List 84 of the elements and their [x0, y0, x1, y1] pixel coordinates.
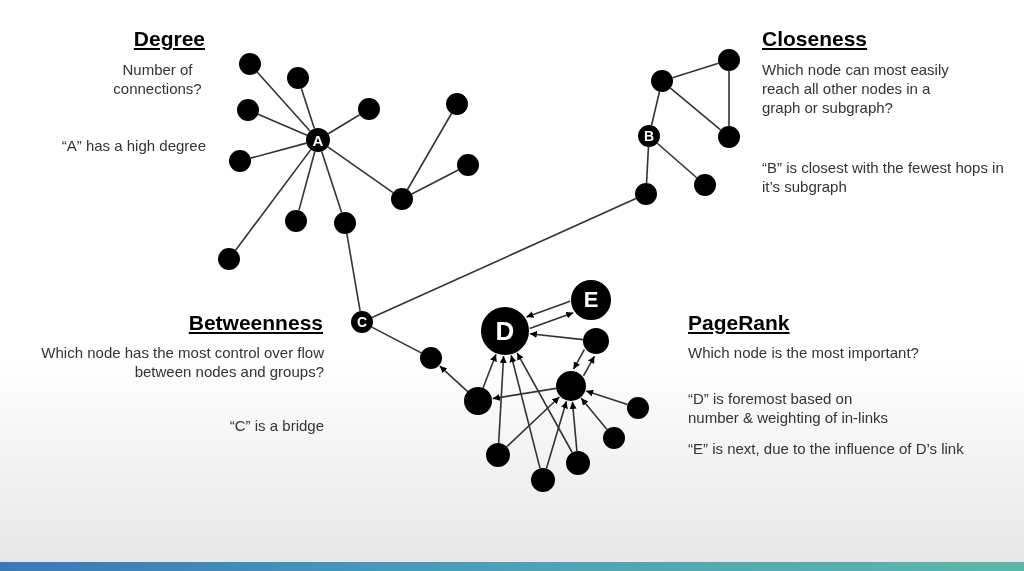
connector-line: [370, 326, 423, 354]
connector-line: [645, 146, 650, 184]
connector-line: [371, 197, 637, 319]
graph-node-circle: [464, 387, 492, 415]
arrow: [572, 348, 586, 370]
connector-line: [320, 150, 343, 214]
connector-line: [650, 90, 661, 127]
graph-node-circle: [351, 311, 373, 333]
connector-line: [728, 70, 730, 127]
arrow: [482, 353, 497, 389]
connector-line: [656, 142, 698, 179]
graph-node-circle: [391, 188, 413, 210]
node-label: D: [495, 318, 515, 344]
section-heading: Closeness: [762, 26, 869, 52]
arrow: [529, 331, 584, 341]
connector-line: [327, 113, 361, 135]
arrow: [509, 354, 541, 470]
graph-node-circle: [694, 174, 716, 196]
description-text: Number of connections?: [112, 60, 203, 99]
connector-line: [234, 148, 312, 251]
graph-node-circle: [334, 212, 356, 234]
node-label: A: [312, 132, 324, 148]
description-text: “C” is a bridge: [228, 416, 324, 436]
connector-line: [249, 142, 308, 159]
graph-node-circle: [218, 248, 240, 270]
connector-line: [406, 112, 453, 191]
graph-node-circle: [287, 67, 309, 89]
section-heading: Degree: [132, 26, 205, 52]
graph-node-circle: [651, 70, 673, 92]
arrow: [585, 389, 629, 406]
arrow: [525, 300, 571, 318]
graph-node-circle: [239, 53, 261, 75]
graph-node-circle: [635, 183, 657, 205]
connector-line: [410, 169, 460, 195]
arrow: [492, 387, 557, 401]
connector-line: [669, 87, 722, 131]
graph-node-circle: [486, 443, 510, 467]
connector-line: [327, 146, 394, 194]
graph-node-circle: [638, 125, 660, 147]
description-text: Which node can most easily reach all other nodes in a graph or subgraph?: [762, 60, 950, 118]
connector-line: [298, 150, 316, 212]
graph-node-circle: [481, 307, 529, 355]
arrow: [580, 397, 608, 431]
description-text: “D” is foremost based on number & weighting of in-links: [688, 389, 890, 428]
graph-node-circle: [603, 427, 625, 449]
graph-node-circle: [285, 210, 307, 232]
description-text: “A” has a high degree: [60, 136, 206, 156]
graph-node-circle: [571, 280, 611, 320]
connector-line: [257, 113, 308, 137]
arrow: [439, 365, 469, 393]
arrow: [569, 401, 578, 452]
node-label: E: [583, 289, 599, 311]
graph-node-circle: [718, 49, 740, 71]
connector-line: [671, 62, 720, 79]
graph-node-circle: [306, 128, 330, 152]
arrow: [545, 400, 568, 470]
arrow: [516, 352, 573, 454]
node-label: C: [356, 315, 368, 329]
arrow: [505, 396, 561, 448]
graph-node-circle: [457, 154, 479, 176]
node-label: B: [643, 129, 655, 143]
connector-line: [256, 71, 311, 132]
description-text: Which node has the most control over flow between nodes and groups?: [40, 343, 324, 382]
section-heading: Betweenness: [187, 310, 323, 336]
connector-line: [346, 233, 361, 312]
arrow: [528, 311, 575, 330]
arrow: [497, 355, 507, 444]
graph-node-circle: [358, 98, 380, 120]
graph-node-circle: [718, 126, 740, 148]
graph-node-circle: [566, 451, 590, 475]
graph-node-circle: [627, 397, 649, 419]
description-text: “B” is closest with the fewest hops in it’s subgraph: [762, 158, 1005, 197]
connector-line: [300, 87, 316, 130]
description-text: Which node is the most important?: [688, 343, 920, 363]
graph-node-circle: [531, 468, 555, 492]
graph-node-circle: [446, 93, 468, 115]
graph-node-circle: [583, 328, 609, 354]
description-text: “E” is next, due to the influence of D’s link: [688, 439, 965, 459]
graph-node-circle: [229, 150, 251, 172]
section-heading: PageRank: [688, 310, 791, 336]
arrow: [582, 355, 596, 377]
graph-node-circle: [556, 371, 586, 401]
graph-node-circle: [237, 99, 259, 121]
graph-node-circle: [420, 347, 442, 369]
